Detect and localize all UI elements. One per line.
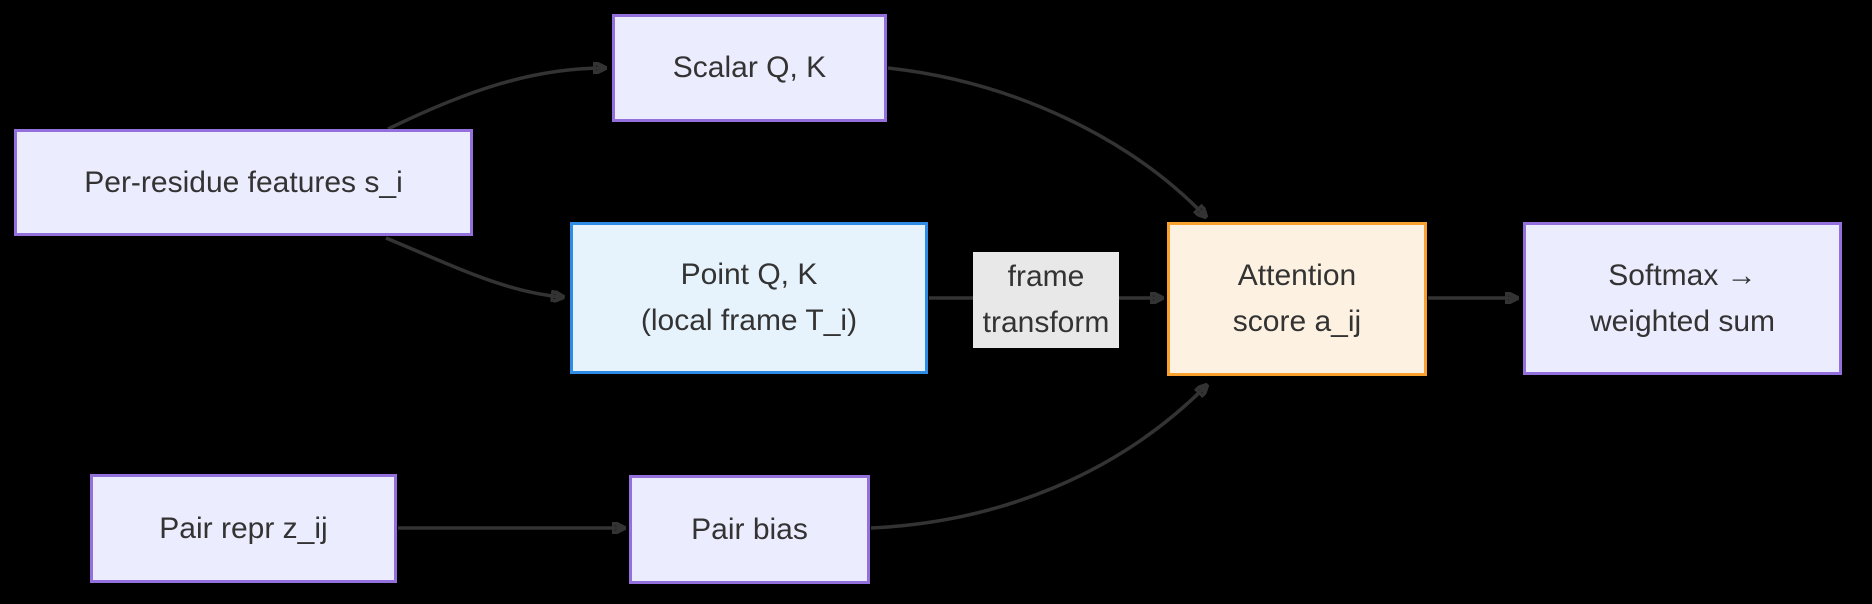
node-label: Pair repr z_ij — [159, 511, 328, 545]
edge-label-frame-transform: frame transform — [973, 252, 1119, 348]
node-label: Attention score a_ij — [1232, 259, 1362, 338]
node-scalar-qk: Scalar Q, K — [612, 14, 887, 122]
node-label: Pair bias — [691, 512, 808, 546]
node-pair-repr: Pair repr z_ij — [90, 474, 397, 583]
node-label: Point Q, K (local frame T_i) — [640, 258, 858, 337]
node-softmax-weighted-sum: Softmax → weighted sum — [1523, 222, 1842, 375]
edge-features-to-point — [385, 236, 562, 297]
edge-scalar-to-attention — [887, 66, 1205, 216]
edge-bias-to-attention — [870, 386, 1206, 530]
edge-label-text: frame transform — [982, 259, 1110, 340]
node-attention-score: Attention score a_ij — [1167, 222, 1427, 376]
node-pair-bias: Pair bias — [629, 475, 870, 584]
node-per-residue-features: Per-residue features s_i — [14, 129, 473, 236]
node-label: Per-residue features s_i — [84, 165, 403, 199]
node-label: Scalar Q, K — [672, 51, 827, 85]
edge-features-to-scalar — [387, 68, 604, 131]
node-label: Softmax → weighted sum — [1589, 258, 1776, 338]
node-point-qk: Point Q, K (local frame T_i) — [570, 222, 928, 374]
